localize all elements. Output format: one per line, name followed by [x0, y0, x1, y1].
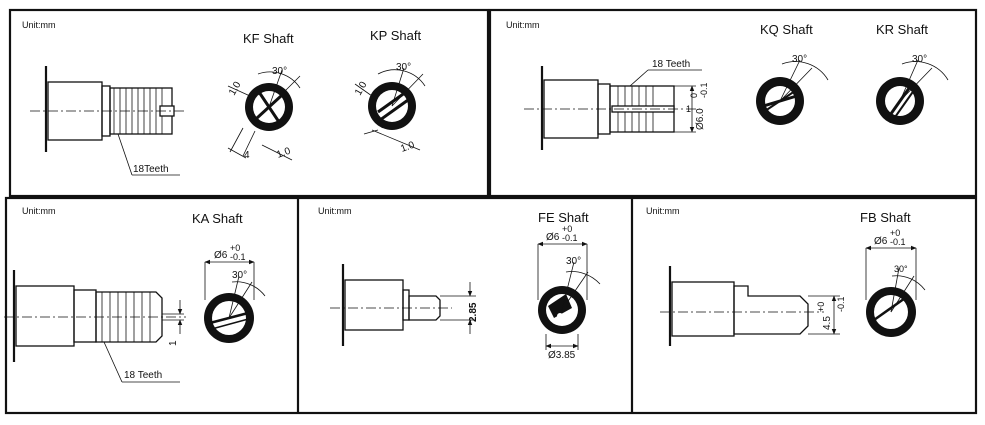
kp-end-view: 30° 1.0 1.0 [353, 62, 426, 155]
fb-side-view: 4.5 +0 -0.1 [660, 266, 846, 346]
kf-shaft-title: KF Shaft [243, 31, 294, 46]
ka-end-view: Ø6 +0 -0.1 30° [204, 243, 266, 343]
kr-angle-30: 30° [912, 54, 927, 65]
kp-shaft-title: KP Shaft [370, 28, 421, 43]
fb-tol-top: +0 [890, 228, 900, 238]
kf-side-view: 18Teeth [30, 66, 185, 176]
fe-angle-30: 30° [566, 256, 581, 267]
fb-diameter: Ø6 [874, 236, 888, 247]
kq-angle-30: 30° [792, 54, 807, 65]
ka-teeth-label: 18 Teeth [124, 370, 162, 381]
panel-fb: Unit:mm FB Shaft 4.5 +0 -0.1 Ø6 +0 -0.1 [646, 206, 926, 346]
fe-shaft-title: FE Shaft [538, 210, 589, 225]
ka-tol-top: +0 [230, 243, 240, 253]
kr-end-view: 30° [876, 54, 949, 125]
kq-teeth-label: 18 Teeth [652, 59, 690, 70]
fb-dim-4-5-tol-top: +0 [816, 302, 826, 312]
panel-fe: Unit:mm FE Shaft 2.85 Ø6 +0 -0.1 [318, 206, 601, 361]
kf-end-view: 30° 1.0 4 1.0 [227, 66, 301, 161]
kf-dim-1-0-b: 1.0 [275, 146, 292, 161]
ka-tol-bot: -0.1 [230, 252, 246, 262]
fb-shaft-title: FB Shaft [860, 210, 911, 225]
panel-frames [4, 8, 978, 415]
kq-end-view: 30° [756, 54, 829, 125]
kq-shaft-title: KQ Shaft [760, 22, 813, 37]
ka-side-view: 1 18 Teeth [4, 270, 186, 383]
kp-angle-30: 30° [396, 62, 411, 73]
fb-dim-4-5-tol-bot: -0.1 [836, 296, 846, 312]
kq-side-view: 18 Teeth Ø6.0 0 -0.1 1 [524, 59, 709, 150]
fe-end-view: Ø6 +0 -0.1 30° Ø3.85 [537, 224, 601, 361]
fe-dim-3-85: Ø3.85 [548, 350, 576, 361]
unit-label: Unit:mm [318, 206, 352, 216]
fe-tol-top: +0 [562, 224, 572, 234]
ka-angle-30: 30° [232, 270, 247, 281]
fe-dim-2-85: 2.85 [468, 302, 479, 322]
kr-shaft-title: KR Shaft [876, 22, 928, 37]
panel-kq-kr: Unit:mm KQ Shaft KR Shaft 18 Teeth Ø6.0 … [506, 20, 949, 150]
unit-label: Unit:mm [646, 206, 680, 216]
ka-diameter: Ø6 [214, 250, 228, 261]
kf-dim-1-0-a: 1.0 [227, 80, 244, 98]
fb-tol-bot: -0.1 [890, 237, 906, 247]
fb-angle-30: 30° [894, 264, 908, 274]
unit-label: Unit:mm [22, 20, 56, 30]
frame-kf-kp [8, 8, 490, 198]
ka-shaft-title: KA Shaft [192, 211, 243, 226]
ka-dim-1: 1 [168, 340, 179, 346]
kf-dim-4: 4 [244, 150, 250, 161]
panel-ka: Unit:mm KA Shaft 1 18 Teeth [4, 206, 266, 383]
kq-tol-top: 0 [689, 93, 699, 98]
fb-dim-4-5: 4.5 [822, 316, 833, 330]
kq-dim-1: 1 [686, 104, 691, 114]
fe-tol-bot: -0.1 [562, 233, 578, 243]
frame-bottom [4, 196, 978, 415]
fb-end-view: Ø6 +0 -0.1 30° [865, 228, 926, 337]
panel-kf-kp: Unit:mm KF Shaft KP Shaft 18Teeth [22, 20, 426, 176]
kf-angle-30: 30° [272, 66, 287, 77]
kf-teeth-label: 18Teeth [133, 164, 169, 175]
unit-label: Unit:mm [506, 20, 540, 30]
fe-diameter: Ø6 [546, 232, 560, 243]
fe-side-view: 2.85 [330, 264, 479, 346]
kq-tol-bot: -0.1 [699, 82, 709, 98]
unit-label: Unit:mm [22, 206, 56, 216]
kp-dim-1-0-b: 1.0 [399, 140, 416, 155]
kq-diameter: Ø6.0 [695, 108, 706, 130]
frame-kq-kr [488, 8, 978, 198]
kp-dim-1-0-a: 1.0 [353, 80, 370, 98]
